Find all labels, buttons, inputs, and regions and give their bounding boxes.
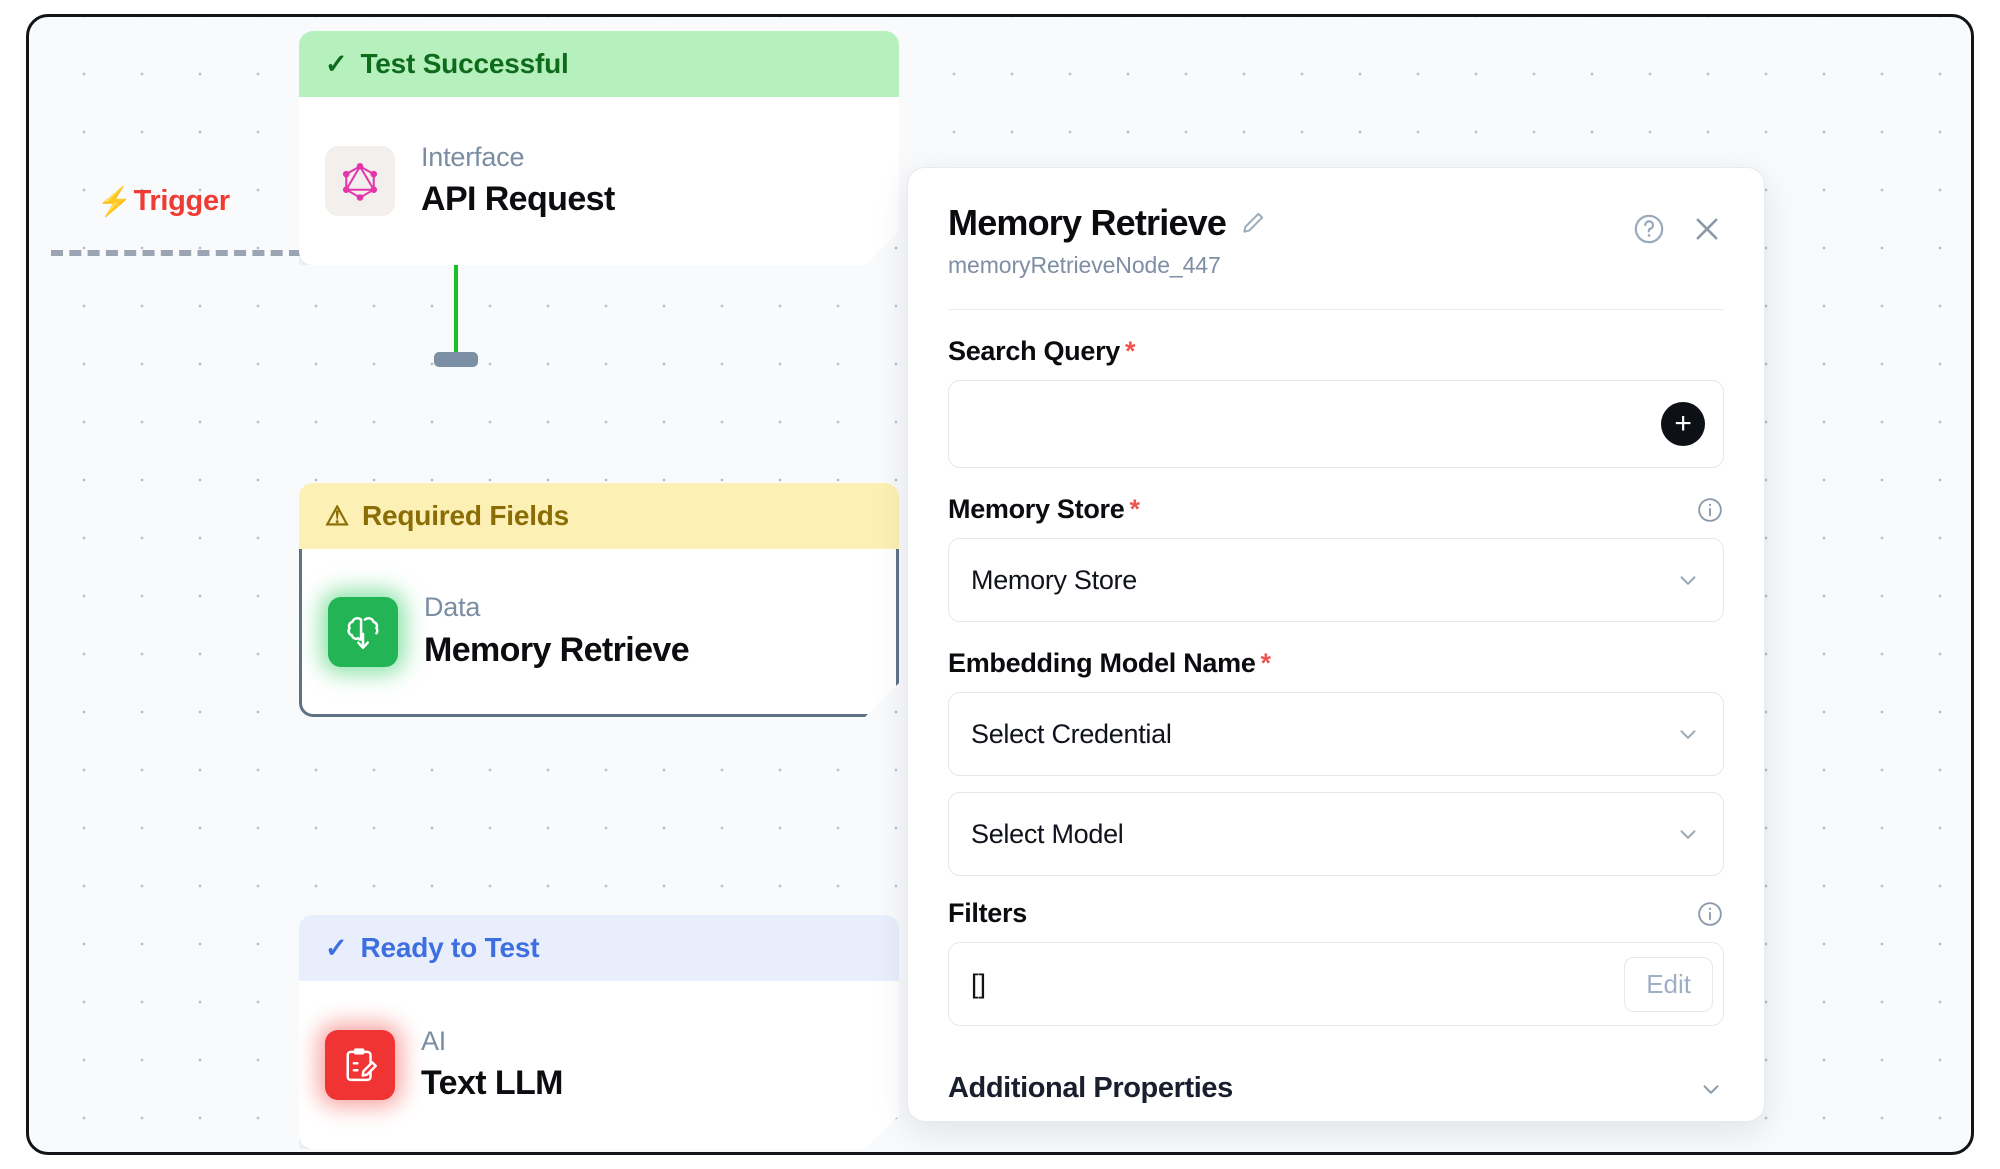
panel-node-id: memoryRetrieveNode_447	[948, 252, 1221, 278]
node-status-text: Ready to Test	[360, 932, 540, 963]
node-status-text: Test Successful	[360, 48, 569, 79]
node-text-block: Interface API Request	[421, 141, 615, 222]
panel-divider	[948, 309, 1724, 310]
select-credential-dropdown[interactable]: Select Credential	[948, 692, 1724, 776]
graphql-icon	[325, 146, 395, 216]
node-body[interactable]: AI Text LLM	[299, 981, 899, 1149]
field-label: Memory Store*	[948, 494, 1140, 525]
required-asterisk: *	[1125, 336, 1136, 366]
trigger-text: Trigger	[133, 185, 231, 217]
node-text-block: AI Text LLM	[421, 1025, 563, 1106]
trigger-label: ⚡ Trigger	[97, 185, 230, 218]
additional-properties-accordion[interactable]: Additional Properties	[948, 1072, 1724, 1105]
clipboard-pencil-icon	[325, 1030, 395, 1100]
field-label-text: Memory Store	[948, 494, 1125, 524]
close-icon[interactable]	[1690, 212, 1724, 246]
node-status-banner-success: ✓ Test Successful	[299, 31, 899, 97]
node-kind-label: Interface	[421, 141, 525, 172]
chevron-down-icon	[1698, 1076, 1724, 1102]
node-title: API Request	[421, 180, 615, 219]
node-status-banner-ready: ✓ Ready to Test	[299, 915, 899, 981]
check-icon: ✓	[325, 932, 348, 963]
select-model-dropdown[interactable]: Select Model	[948, 792, 1724, 876]
node-title: Memory Retrieve	[424, 630, 690, 669]
field-embedding-model-name: Embedding Model Name* Select Credential …	[948, 648, 1724, 876]
node-memory-retrieve[interactable]: ⚠ Required Fields Data Memory Retrieve	[299, 483, 899, 717]
node-kind-label: Data	[424, 592, 481, 623]
filters-value: []	[971, 968, 987, 999]
field-filters: Filters [] Edit	[948, 898, 1724, 1026]
node-title: Text LLM	[421, 1064, 563, 1103]
workflow-canvas[interactable]: ⚡ Trigger ✓ Test Successful	[26, 14, 1974, 1155]
check-icon: ✓	[325, 48, 348, 79]
node-text-block: Data Memory Retrieve	[424, 591, 689, 672]
panel-title: Memory Retrieve	[948, 202, 1227, 243]
required-asterisk: *	[1260, 648, 1272, 678]
chevron-down-icon	[1675, 721, 1701, 747]
node-handle-target-1[interactable]	[434, 352, 478, 367]
trigger-dashed-connector	[51, 250, 301, 256]
filters-input[interactable]: [] Edit	[948, 942, 1724, 1026]
memory-store-select[interactable]: Memory Store	[948, 538, 1724, 622]
memory-store-value: Memory Store	[971, 564, 1137, 595]
search-query-input[interactable]: +	[948, 380, 1724, 468]
brain-download-icon	[328, 597, 398, 667]
field-search-query: Search Query* +	[948, 336, 1724, 468]
pencil-icon[interactable]	[1240, 210, 1266, 236]
field-memory-store: Memory Store* Memory Store	[948, 494, 1724, 622]
node-properties-panel[interactable]: Memory Retrieve memoryRetrieveNode_447	[907, 167, 1765, 1122]
node-body[interactable]: Interface API Request	[299, 97, 899, 265]
node-kind-label: AI	[421, 1025, 447, 1056]
select-model-value: Select Model	[971, 818, 1124, 849]
required-asterisk: *	[1129, 494, 1140, 524]
filters-edit-button[interactable]: Edit	[1624, 956, 1713, 1012]
node-status-text: Required Fields	[362, 500, 570, 531]
panel-header: Memory Retrieve memoryRetrieveNode_447	[948, 202, 1724, 279]
field-label: Embedding Model Name*	[948, 648, 1271, 679]
plus-icon[interactable]: +	[1661, 402, 1705, 446]
help-circle-icon[interactable]	[1632, 212, 1666, 246]
field-label: Search Query*	[948, 336, 1136, 367]
node-body[interactable]: Data Memory Retrieve	[299, 549, 899, 717]
field-label-text: Search Query	[948, 336, 1120, 366]
node-api-request[interactable]: ✓ Test Successful	[299, 31, 899, 265]
info-icon[interactable]	[1696, 496, 1724, 524]
node-text-llm[interactable]: ✓ Ready to Test AI Text LLM	[299, 915, 899, 1149]
field-label-text: Embedding Model Name	[948, 648, 1256, 678]
info-icon[interactable]	[1696, 900, 1724, 928]
node-status-banner-warning: ⚠ Required Fields	[299, 483, 899, 549]
edge-api-to-memory[interactable]	[454, 231, 458, 359]
warning-triangle-icon: ⚠	[325, 500, 350, 531]
select-credential-value: Select Credential	[971, 718, 1172, 749]
lightning-bolt-icon: ⚡	[97, 185, 132, 217]
chevron-down-icon	[1675, 567, 1701, 593]
field-label-text: Filters	[948, 898, 1027, 928]
chevron-down-icon	[1675, 821, 1701, 847]
additional-properties-label: Additional Properties	[948, 1072, 1233, 1104]
field-label: Filters	[948, 898, 1027, 929]
